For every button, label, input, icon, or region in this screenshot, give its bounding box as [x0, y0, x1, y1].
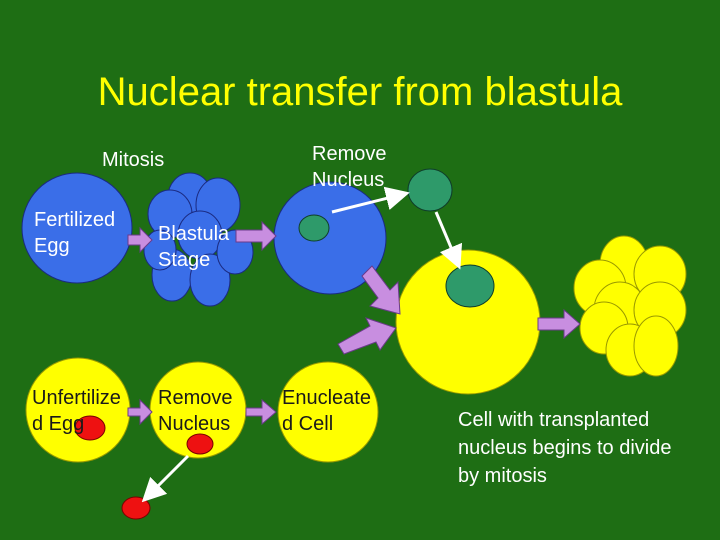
- egg-nucleus: [74, 415, 106, 441]
- label-remove-nucleus-top-line2: Nucleus: [312, 169, 385, 191]
- donor-nucleus: [298, 214, 330, 242]
- arrow-recipient-to-cluster: [537, 308, 581, 340]
- label-remove-nucleus-bottom-line2: Nucleus: [158, 413, 231, 435]
- transplanted-nucleus: [445, 264, 495, 308]
- arrow-egg-to-removal: [127, 398, 153, 426]
- label-mitosis: Mitosis: [102, 149, 165, 171]
- label-enucleated-line1: Enucleate: [282, 387, 371, 409]
- label-unfertilized-line2: d Egg: [32, 413, 85, 435]
- dividing-cell-cluster: [573, 235, 687, 377]
- unfertilized-egg: [25, 357, 131, 463]
- slide-title: Nuclear transfer from blastula: [97, 70, 623, 114]
- blastula-cluster: [143, 172, 254, 307]
- label-blastula-line2: Stage: [158, 249, 211, 271]
- arrow-donor-to-recipient: [361, 265, 401, 315]
- pointer-nucleus-in: [434, 211, 463, 270]
- pointer-egg-nucleus-out: [141, 454, 190, 503]
- fertilized-egg: [21, 172, 133, 284]
- enucleated-cell: [277, 361, 379, 463]
- arrow-removal-to-enucleated: [245, 398, 277, 426]
- label-enucleated-line2: d Cell: [282, 413, 334, 435]
- label-fertilized-egg-line2: Egg: [34, 235, 70, 257]
- label-remove-nucleus-bottom-line1: Remove: [158, 387, 233, 409]
- discarded-egg-nucleus: [121, 496, 151, 520]
- arrow-mitosis: [127, 226, 153, 254]
- label-unfertilized-line1: Unfertilize: [32, 387, 121, 409]
- pointer-nucleus-out: [331, 186, 410, 214]
- label-blastula-line1: Blastula: [158, 223, 230, 245]
- removed-nucleus: [407, 168, 453, 212]
- result-description: Cell with transplanted nucleus begins to…: [458, 409, 672, 487]
- arrow-enucleated-to-recipient: [337, 317, 397, 355]
- removed-egg-nucleus-top: [186, 433, 214, 455]
- arrow-blastula-to-cell: [235, 220, 277, 252]
- label-fertilized-egg-line1: Fertilized: [34, 209, 116, 231]
- label-remove-nucleus-top-line1: Remove: [312, 143, 387, 165]
